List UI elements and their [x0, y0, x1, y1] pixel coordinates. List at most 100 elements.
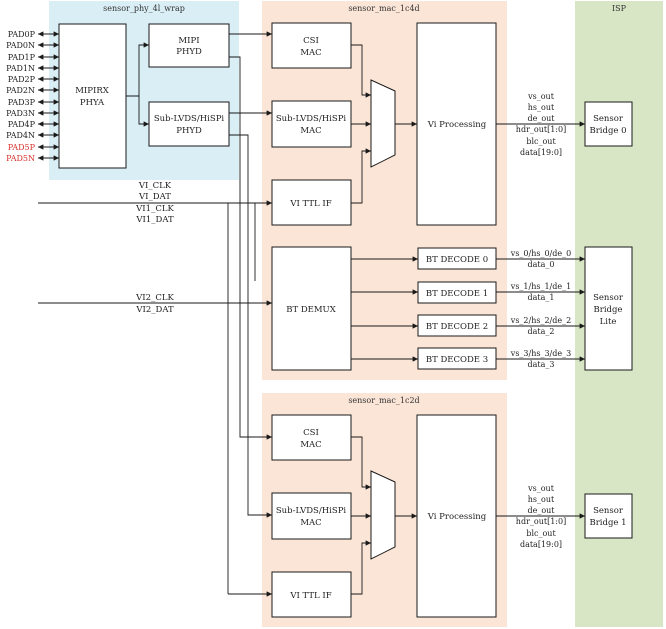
sensor-bridge-1-label: Bridge 1 — [589, 518, 626, 528]
pad-label: PAD4N — [6, 131, 35, 140]
vi-processing-label-2: Vi Processing — [427, 512, 487, 522]
pad-label: PAD3P — [8, 98, 36, 107]
bt-output-label: vs_0/hs_0/de_0 — [510, 249, 571, 258]
external-input-wires — [38, 200, 272, 597]
sublvds-mac-block — [271, 100, 352, 148]
csi-mac-label-2: MAC — [300, 440, 321, 450]
output-signal-label: blc_out — [526, 529, 556, 538]
mac-1c4d-title: sensor_mac_1c4d — [348, 4, 419, 13]
bt-demux-block — [271, 246, 352, 371]
sensor-bridge-lite-label: Lite — [600, 317, 617, 327]
output-signal-label: hdr_out[1:0] — [516, 517, 566, 526]
bt-decode-label: BT DECODE 2 — [426, 322, 488, 332]
bt-decode-label: BT DECODE 0 — [426, 255, 488, 265]
sensor-bridge-lite-block — [584, 246, 633, 371]
pad-label: PAD2P — [8, 75, 36, 84]
mipirx-phya-label: MIPIRX — [75, 86, 110, 96]
mipi-phyd-block — [148, 23, 230, 68]
pad-label: PAD4P — [8, 120, 36, 129]
outputs-main-2: vs_out hs_out de_out hdr_out[1:0] blc_ou… — [516, 484, 566, 549]
mac1-internal-wires — [351, 44, 585, 362]
sublvds-phyd-label: PHYD — [176, 126, 202, 136]
vi-ttl-if-label-2: VI TTL IF — [289, 591, 331, 601]
mac2-internal-wires — [351, 436, 585, 595]
pad-label-highlight: PAD5P — [8, 143, 36, 152]
sublvds-mac-label-2: Sub-LVDS/HiSPi — [276, 506, 347, 516]
bt-output-label: data_1 — [528, 293, 555, 302]
vi2-dat-label: VI2_DAT — [135, 305, 174, 315]
mac-1c2d-title: sensor_mac_1c2d — [348, 396, 419, 405]
pad-label: PAD0P — [8, 30, 36, 39]
vi1-clk-label: VI1_CLK — [135, 204, 174, 214]
bt-demux-label: BT DEMUX — [286, 305, 337, 315]
bt-decode-block — [417, 247, 497, 270]
output-signal-label: vs_out — [527, 484, 555, 493]
sublvds-mac-label: MAC — [300, 126, 321, 136]
pad-arrows — [38, 31, 59, 161]
output-signal-label: de_out — [527, 114, 555, 123]
phyd-to-mac-wires — [229, 31, 272, 518]
vi-ttl-if-label: VI TTL IF — [289, 199, 331, 209]
vi-processing-block — [416, 22, 497, 226]
bt-output-label: vs_3/hs_3/de_3 — [510, 349, 571, 358]
sensor-bridge-0-label: Bridge 0 — [589, 126, 626, 136]
bt-decode-block — [417, 314, 497, 337]
sensor-bridge-1-label: Sensor — [593, 506, 624, 516]
vi-dat-label: VI_DAT — [138, 192, 171, 202]
mux-1 — [370, 79, 396, 168]
csi-mac-label: MAC — [300, 48, 321, 58]
bt-decode-label: BT DECODE 3 — [426, 355, 488, 365]
output-signal-label: data[19:0] — [520, 148, 562, 157]
sensor-bridge-lite-label: Bridge — [594, 305, 623, 315]
pad-label-highlight: PAD5N — [6, 154, 35, 163]
pad-label: PAD1P — [8, 53, 36, 62]
mux-2 — [370, 470, 396, 560]
vi1-dat-label: VI1_DAT — [135, 215, 174, 225]
output-signal-label: de_out — [527, 506, 555, 515]
pad-list: PAD0P PAD0N PAD1P PAD1N PAD2P PAD2N PAD3… — [6, 30, 36, 163]
sublvds-mac-label: Sub-LVDS/HiSPi — [276, 114, 347, 124]
mipi-phyd-label: MIPI — [178, 36, 199, 46]
pad-label: PAD1N — [6, 64, 35, 73]
output-signal-label: data[19:0] — [520, 540, 562, 549]
csi-mac-label-2: CSI — [303, 428, 319, 438]
sensor-bridge-0-label: Sensor — [593, 114, 624, 124]
isp-title: ISP — [612, 4, 627, 13]
csi-mac-label: CSI — [303, 36, 319, 46]
mipirx-phya-label: PHYA — [80, 98, 105, 108]
output-signal-label: hs_out — [528, 103, 555, 112]
bt-output-label: data_3 — [528, 360, 555, 369]
sublvds-phyd-label: Sub-LVDS/HiSPi — [154, 114, 225, 124]
output-signal-label: hs_out — [528, 495, 555, 504]
bt-decode-block — [417, 281, 497, 304]
outputs-main-1: vs_out hs_out de_out hdr_out[1:0] blc_ou… — [516, 92, 566, 157]
phy-wrap-title: sensor_phy_4l_wrap — [103, 4, 185, 13]
phya-to-mipi-wire — [126, 42, 149, 97]
outputs-bt: vs_0/hs_0/de_0 data_0 vs_1/hs_1/de_1 dat… — [510, 249, 571, 369]
output-signal-label: hdr_out[1:0] — [516, 125, 566, 134]
vi-ttl-if-block — [271, 179, 352, 226]
csi-mac-block — [271, 22, 352, 69]
bt-output-label: vs_1/hs_1/de_1 — [510, 282, 571, 291]
vi-ttl-if-block-2 — [271, 571, 352, 618]
output-signal-label: vs_out — [527, 92, 555, 101]
vi-clk-label: VI_CLK — [138, 181, 172, 191]
sensor-bridge-0-block — [584, 101, 633, 147]
sublvds-mac-block-2 — [271, 492, 352, 540]
phya-to-sublvds-wire — [138, 96, 149, 127]
bt-decode-label: BT DECODE 1 — [426, 289, 488, 299]
pad-label: PAD2N — [6, 86, 35, 95]
mipirx-phya-block — [58, 23, 127, 169]
bt-output-label: vs_2/hs_2/de_2 — [510, 316, 571, 325]
pad-label: PAD0N — [6, 41, 35, 50]
bt-output-label: data_2 — [528, 327, 555, 336]
vi-processing-block-2 — [416, 414, 497, 618]
sublvds-phyd-block — [148, 101, 230, 147]
mipi-phyd-label: PHYD — [176, 47, 202, 57]
csi-mac-block-2 — [271, 414, 352, 461]
bt-output-label: data_0 — [528, 260, 555, 269]
bt-decode-block — [417, 347, 497, 370]
output-signal-label: blc_out — [526, 137, 556, 146]
vi-processing-label: Vi Processing — [427, 120, 487, 130]
